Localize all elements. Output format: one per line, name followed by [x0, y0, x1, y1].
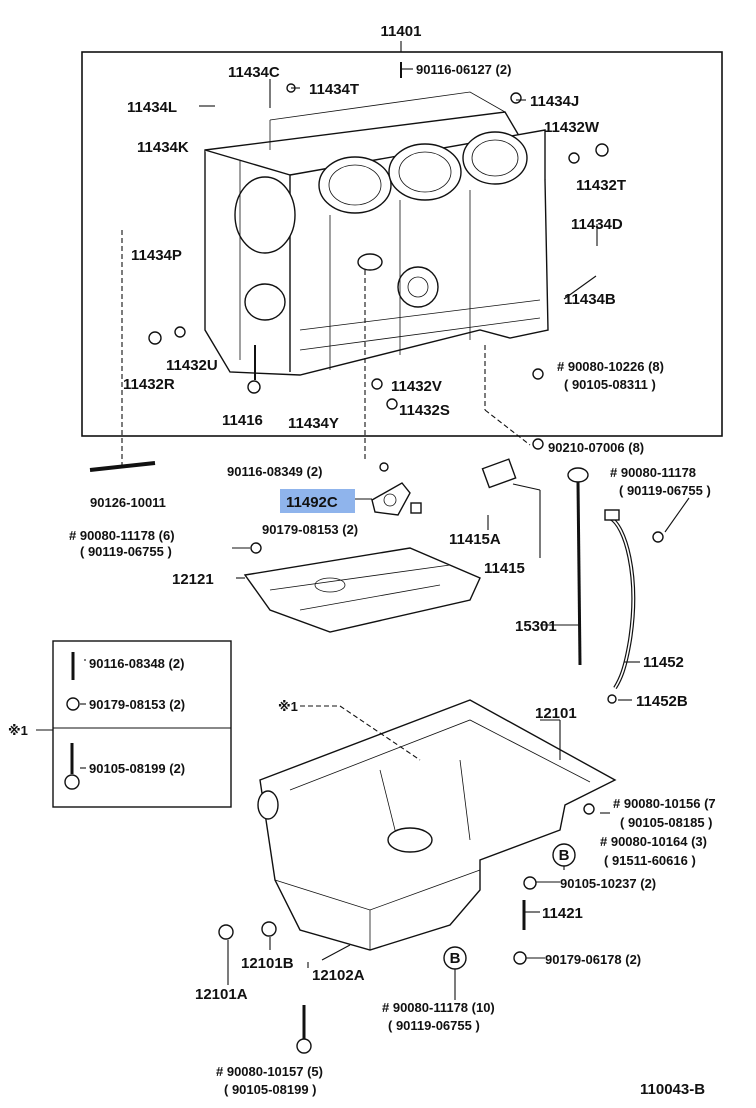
label-90105-08185: ( 90105-08185 )	[620, 815, 713, 830]
label-90080-11178-10: # 90080-11178 (10)	[382, 1000, 495, 1015]
label-90105-10237: 90105-10237 (2)	[560, 876, 656, 891]
label-90126-10011: 90126-10011	[90, 495, 166, 510]
label-15301: 15301	[515, 618, 557, 635]
label-90119-06755-left: ( 90119-06755 )	[80, 544, 172, 559]
dipstick-guide-11452	[604, 509, 636, 690]
label-90105-08199: 90105-08199 (2)	[89, 761, 185, 776]
label-90179-08153: 90179-08153 (2)	[262, 522, 358, 537]
label-11492c: 11492C	[286, 494, 338, 511]
highlight-box	[280, 489, 355, 513]
label-90116-08348: 90116-08348 (2)	[89, 656, 184, 671]
label-90105-08311: ( 90105-08311 )	[564, 377, 656, 392]
b-mark-lower: B	[450, 950, 461, 967]
label-11432t: 11432T	[576, 177, 626, 194]
label-11434l: 11434L	[127, 99, 177, 116]
b-circle-lower	[443, 946, 467, 970]
label-11432s: 11432S	[399, 402, 450, 419]
label-11432v: 11432V	[391, 378, 442, 395]
engine-block-frame	[81, 51, 723, 437]
label-12101a: 12101A	[195, 986, 248, 1003]
label-90119-06755-bottom: ( 90119-06755 )	[388, 1018, 480, 1033]
label-11434c: 11434C	[228, 64, 280, 81]
label-11452b: 11452B	[636, 693, 688, 710]
label-91511-60616: ( 91511-60616 )	[604, 853, 696, 868]
label-11432r: 11432R	[123, 376, 175, 393]
label-11432u: 11432U	[166, 357, 218, 374]
label-11434p: 11434P	[131, 247, 182, 264]
label-12101: 12101	[535, 705, 577, 722]
label-90116-06127: 90116-06127 (2)	[416, 62, 511, 77]
b-circle-upper	[552, 843, 576, 867]
label-90105-08199-bottom: ( 90105-08199 )	[224, 1082, 317, 1097]
label-11434b: 11434B	[564, 291, 616, 308]
label-90210-07006: 90210-07006 (8)	[548, 440, 644, 455]
label-90119-06755-right: ( 90119-06755 )	[619, 483, 711, 498]
note-mark-box: ※1	[8, 723, 28, 738]
label-11434d: 11434D	[571, 216, 623, 233]
label-11434t: 11434T	[309, 81, 359, 98]
label-90080-10157: # 90080-10157 (5)	[216, 1064, 323, 1079]
cylinder-block	[204, 91, 549, 376]
assembly-number: 11401	[381, 23, 422, 40]
label-90179-08153-box: 90179-08153 (2)	[89, 697, 185, 712]
gasket-11492c	[371, 482, 422, 516]
label-11434y: 11434Y	[288, 415, 339, 432]
label-90080-10156: # 90080-10156 (7	[613, 796, 716, 811]
label-12102a: 12102A	[312, 967, 365, 984]
label-11432w: 11432W	[544, 119, 600, 136]
label-11452: 11452	[643, 654, 684, 671]
label-11434j: 11434J	[530, 93, 579, 110]
note-box	[52, 640, 232, 808]
hardware	[64, 62, 664, 1054]
label-11416: 11416	[222, 412, 263, 429]
label-11421: 11421	[542, 905, 583, 922]
diagram-id: 110043-B	[640, 1081, 705, 1098]
label-11434k: 11434K	[137, 139, 189, 156]
label-12121: 12121	[172, 571, 214, 588]
label-90179-06178: 90179-06178 (2)	[545, 952, 641, 967]
oil-pan	[257, 699, 617, 951]
label-90080-11178-6: # 90080-11178 (6)	[69, 528, 175, 543]
label-90080-10226: # 90080-10226 (8)	[557, 359, 664, 374]
b-mark-upper: B	[559, 847, 570, 864]
dipstick-15301	[567, 467, 589, 666]
label-90080-10164: # 90080-10164 (3)	[600, 834, 707, 849]
label-90116-08349: 90116-08349 (2)	[227, 464, 322, 479]
label-12101b: 12101B	[241, 955, 294, 972]
label-90080-11178-right: # 90080-11178	[610, 465, 696, 480]
oil-pan-baffle	[243, 547, 481, 633]
label-11415a: 11415A	[449, 531, 501, 548]
label-11415: 11415	[484, 560, 525, 577]
part-labels: 11401 11434C 11434T 90116-06127 (2) 1143…	[8, 23, 716, 1098]
note-mark-pan: ※1	[278, 699, 298, 714]
